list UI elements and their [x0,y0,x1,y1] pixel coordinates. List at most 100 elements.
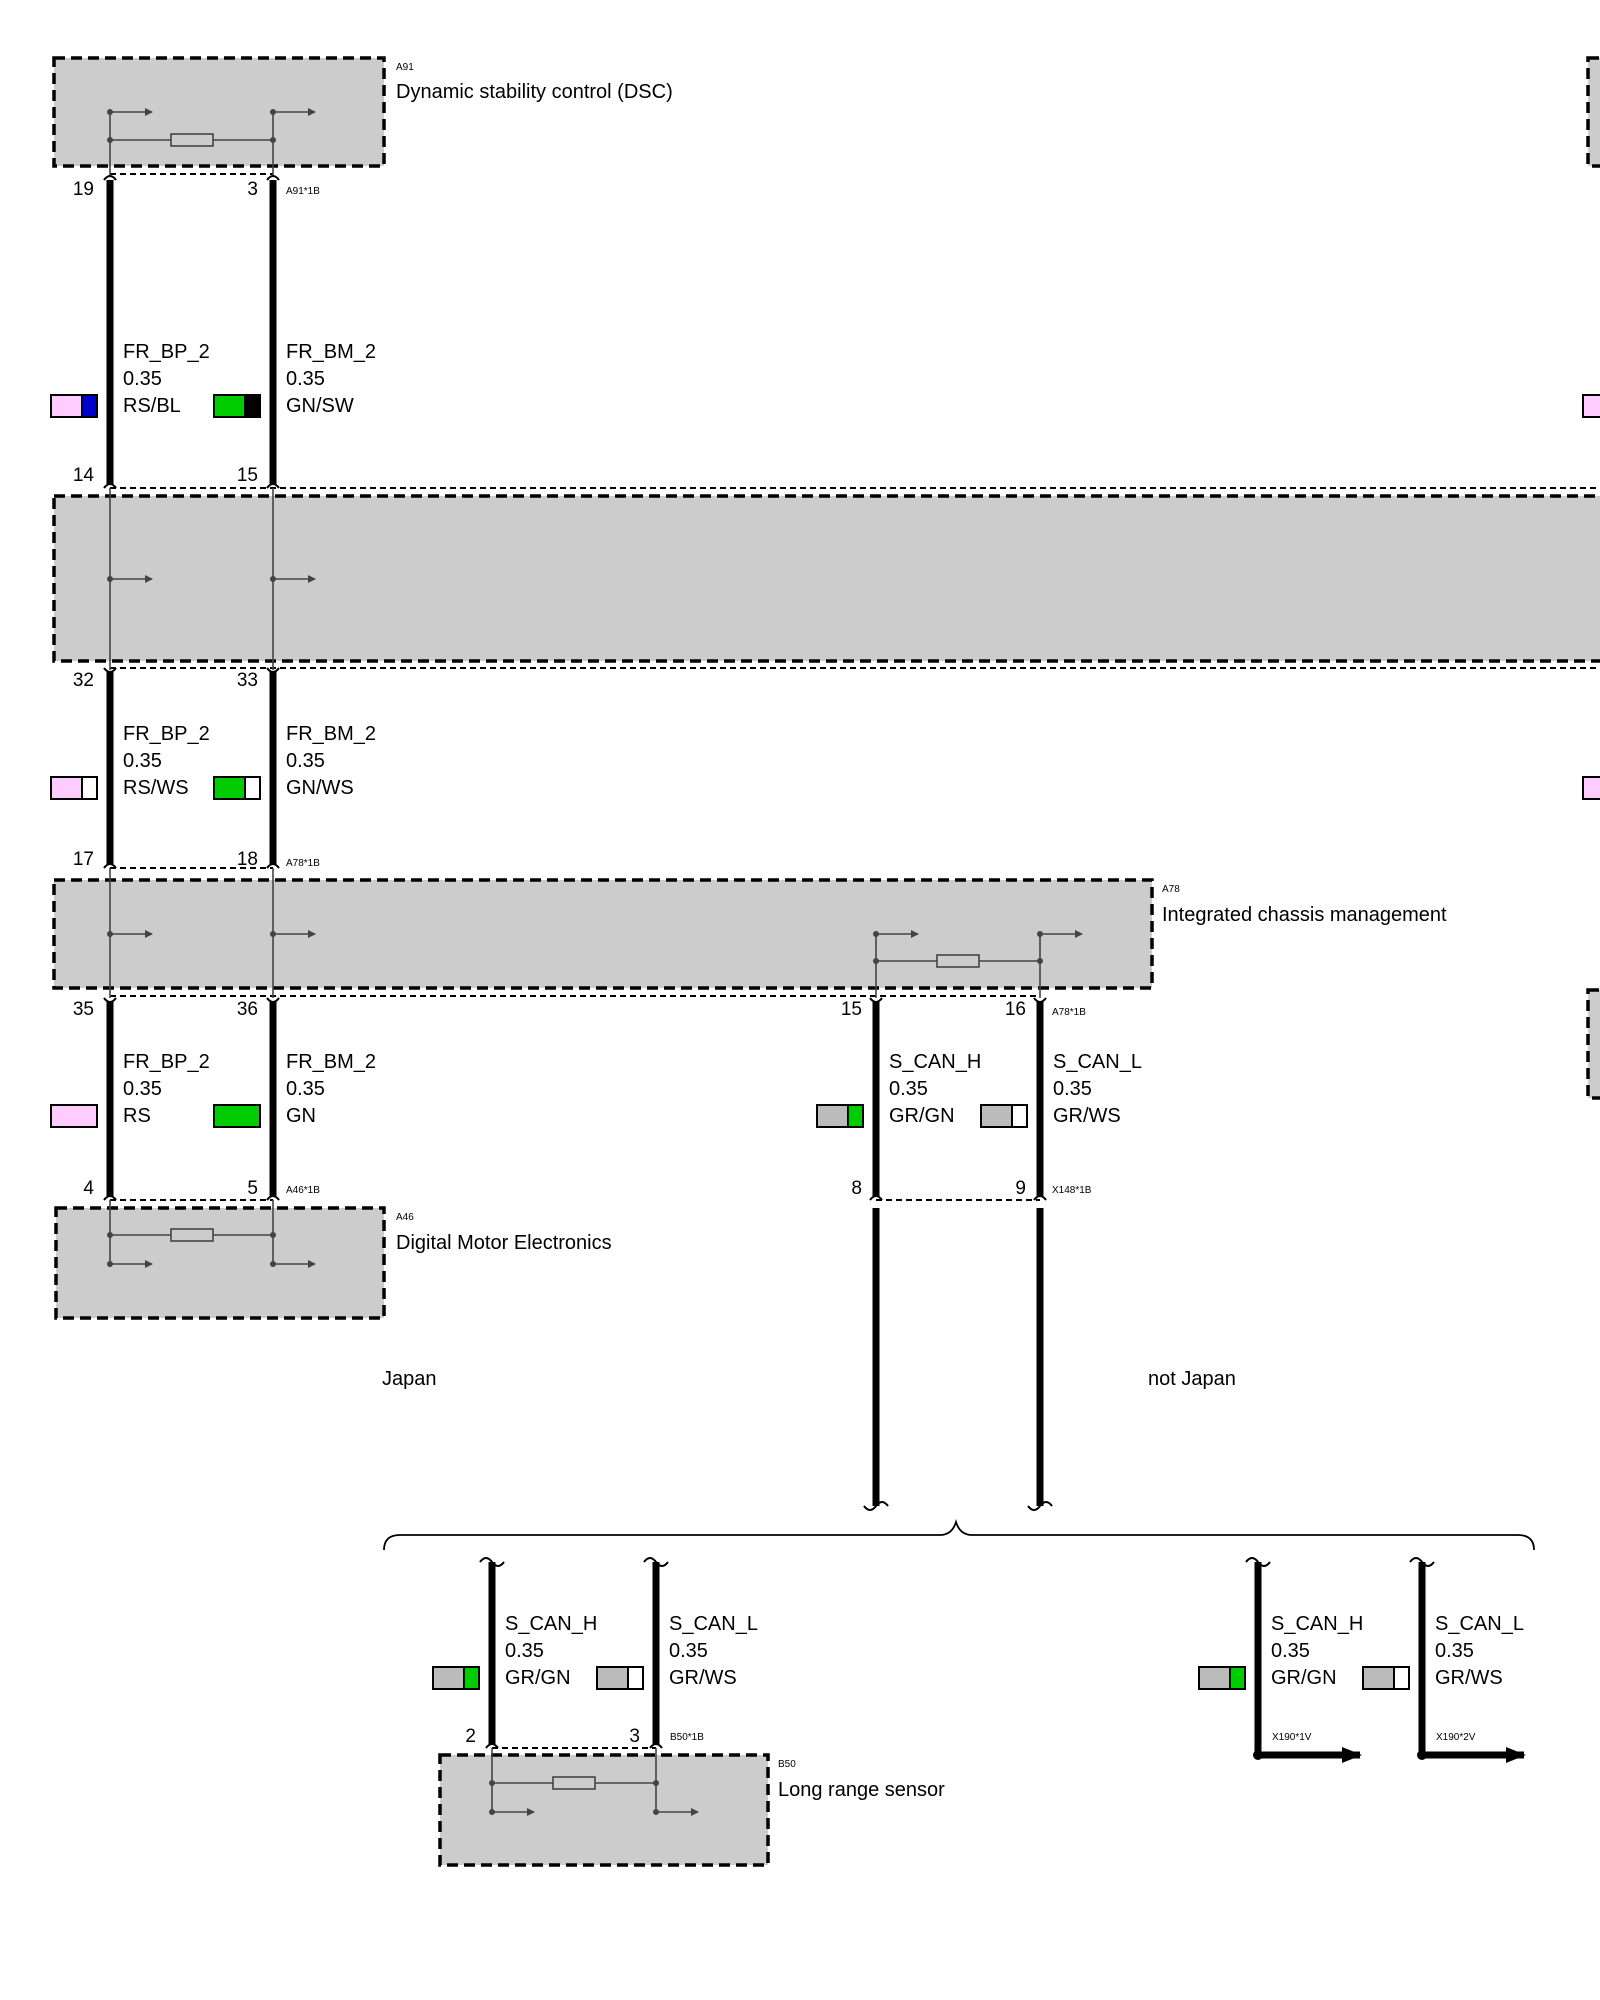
x148-connector-id: X148*1B [1052,1185,1092,1196]
wire-color-swatch-outline [50,776,98,800]
wire-size-label: 0.35 [1053,1078,1092,1100]
wire-size-label: 0.35 [889,1078,928,1100]
pin-number: 16 [1005,999,1026,1020]
pin-number: 5 [247,1178,258,1199]
wire-signal-label: FR_BP_2 [123,723,210,745]
wire-color-swatch-outline [1198,1666,1246,1690]
wire-color-label: GN/WS [286,777,354,799]
dme-component-name: Digital Motor Electronics [396,1232,612,1254]
wire-color-swatch-primary [214,777,245,799]
pin-number: 4 [83,1178,94,1199]
wire-signal-label: FR_BP_2 [123,341,210,363]
partial-swatch [1582,394,1600,418]
dsc-labels: A91 Dynamic stability control (DSC) A91*… [286,62,673,197]
wire-color-swatch-stripe [1012,1105,1027,1127]
wire-color-label: GR/GN [889,1105,955,1127]
pin-numbers: 19 3 14 15 32 33 17 18 35 36 15 16 4 5 8… [73,179,1026,1747]
wire-signal-label: S_CAN_L [669,1613,758,1635]
dme-component-id: A46 [396,1212,414,1223]
wire-signal-label: FR_BP_2 [123,1051,210,1073]
lrs-termination-resistor [552,1776,596,1790]
wire-color-label: GN/SW [286,395,354,417]
pin-number: 2 [465,1726,476,1747]
dme-connector-id: A46*1B [286,1185,320,1196]
pin-number: 19 [73,179,94,200]
x190-connector-1: X190*1V [1272,1732,1312,1743]
wire-color-label: GR/WS [669,1667,737,1689]
wire-color-label: GN [286,1105,316,1127]
wire-size-label: 0.35 [123,368,162,390]
wire-signal-label: FR_BM_2 [286,341,376,363]
wire-color-swatch-outline [432,1666,480,1690]
wire-signal-label: S_CAN_H [889,1051,981,1073]
pin-number: 3 [629,1726,640,1747]
icm-component-name: Integrated chassis management [1162,904,1447,926]
wire-color-swatch-primary [981,1105,1012,1127]
lrs-module-box [438,1753,770,1867]
wire-color-swatch-stripe [628,1667,643,1689]
pin-number: 33 [237,670,258,691]
icm-module-box [52,878,1154,990]
partial-module-top-right [1586,56,1600,168]
wire-size-label: 0.35 [1435,1640,1474,1662]
icm-connector-id-top: A78*1B [286,858,320,869]
pin-number: 35 [73,999,94,1020]
lrs-connector-id: B50*1B [670,1732,704,1743]
pin-number: 32 [73,670,94,691]
wire-color-swatch-outline [816,1104,864,1128]
wire-signal-label: S_CAN_L [1435,1613,1524,1635]
wire-color-label: GR/GN [1271,1667,1337,1689]
x148-labels: X148*1B [1052,1185,1092,1196]
wire-size-label: 0.35 [505,1640,544,1662]
wire-color-swatch-stripe [82,777,97,799]
pin-number: 36 [237,999,258,1020]
lrs-labels: B50 Long range sensor B50*1B [670,1732,945,1801]
icm-component-id: A78 [1162,884,1180,895]
wire-color-swatch-outline [596,1666,644,1690]
wire-color-swatch-stripe [848,1105,863,1127]
wire-color-swatch-outline [50,1104,98,1128]
partial-swatch [1582,776,1600,800]
wire-color-swatch-primary [597,1667,628,1689]
wire-color-swatch-primary [214,1105,245,1127]
wire-size-label: 0.35 [286,750,325,772]
wire-size-label: 0.35 [669,1640,708,1662]
wire-color-swatch-stripe [1394,1667,1409,1689]
wire-signal-label: S_CAN_H [505,1613,597,1635]
wire-color-swatch-primary [51,777,82,799]
pin-number: 15 [237,465,258,486]
dsc-connector-id: A91*1B [286,186,320,197]
wire-segments [106,180,1526,1763]
wire-color-label: RS [123,1105,151,1127]
pin-number: 18 [237,849,258,870]
wire-color-swatch-outline [50,394,98,418]
wire-signal-label: S_CAN_H [1271,1613,1363,1635]
lrs-component-id: B50 [778,1759,796,1770]
wire-size-label: 0.35 [1271,1640,1310,1662]
pin-hooks [103,175,1435,1749]
x190-labels: X190*1V X190*2V [1272,1732,1476,1743]
pin-number: 8 [851,1178,862,1199]
variant-label-not-japan: not Japan [1148,1368,1236,1390]
wire-color-swatch-stripe [245,777,260,799]
icm-connector-id-bottom: A78*1B [1052,1007,1086,1018]
wire-color-swatch-outline [213,394,261,418]
wire-color-swatch-stripe [82,1105,97,1127]
wire-signal-label: FR_BM_2 [286,723,376,745]
wire-color-label: GR/GN [505,1667,571,1689]
icm-termination-resistor [936,954,980,968]
wire-color-label: RS/BL [123,395,181,417]
wire-color-swatch-stripe [464,1667,479,1689]
wire-color-swatch-outline [980,1104,1028,1128]
wire-color-label: GR/WS [1435,1667,1503,1689]
dme-labels: A46 Digital Motor Electronics A46*1B [286,1185,612,1254]
dme-termination-resistor [170,1228,214,1242]
wire-color-swatch-primary [433,1667,464,1689]
wire-size-label: 0.35 [286,1078,325,1100]
wire-color-swatch-primary [817,1105,848,1127]
wire-color-swatch-primary [51,1105,82,1127]
pin-number: 9 [1015,1178,1026,1199]
lrs-component-name: Long range sensor [778,1779,945,1801]
wire-size-label: 0.35 [123,1078,162,1100]
